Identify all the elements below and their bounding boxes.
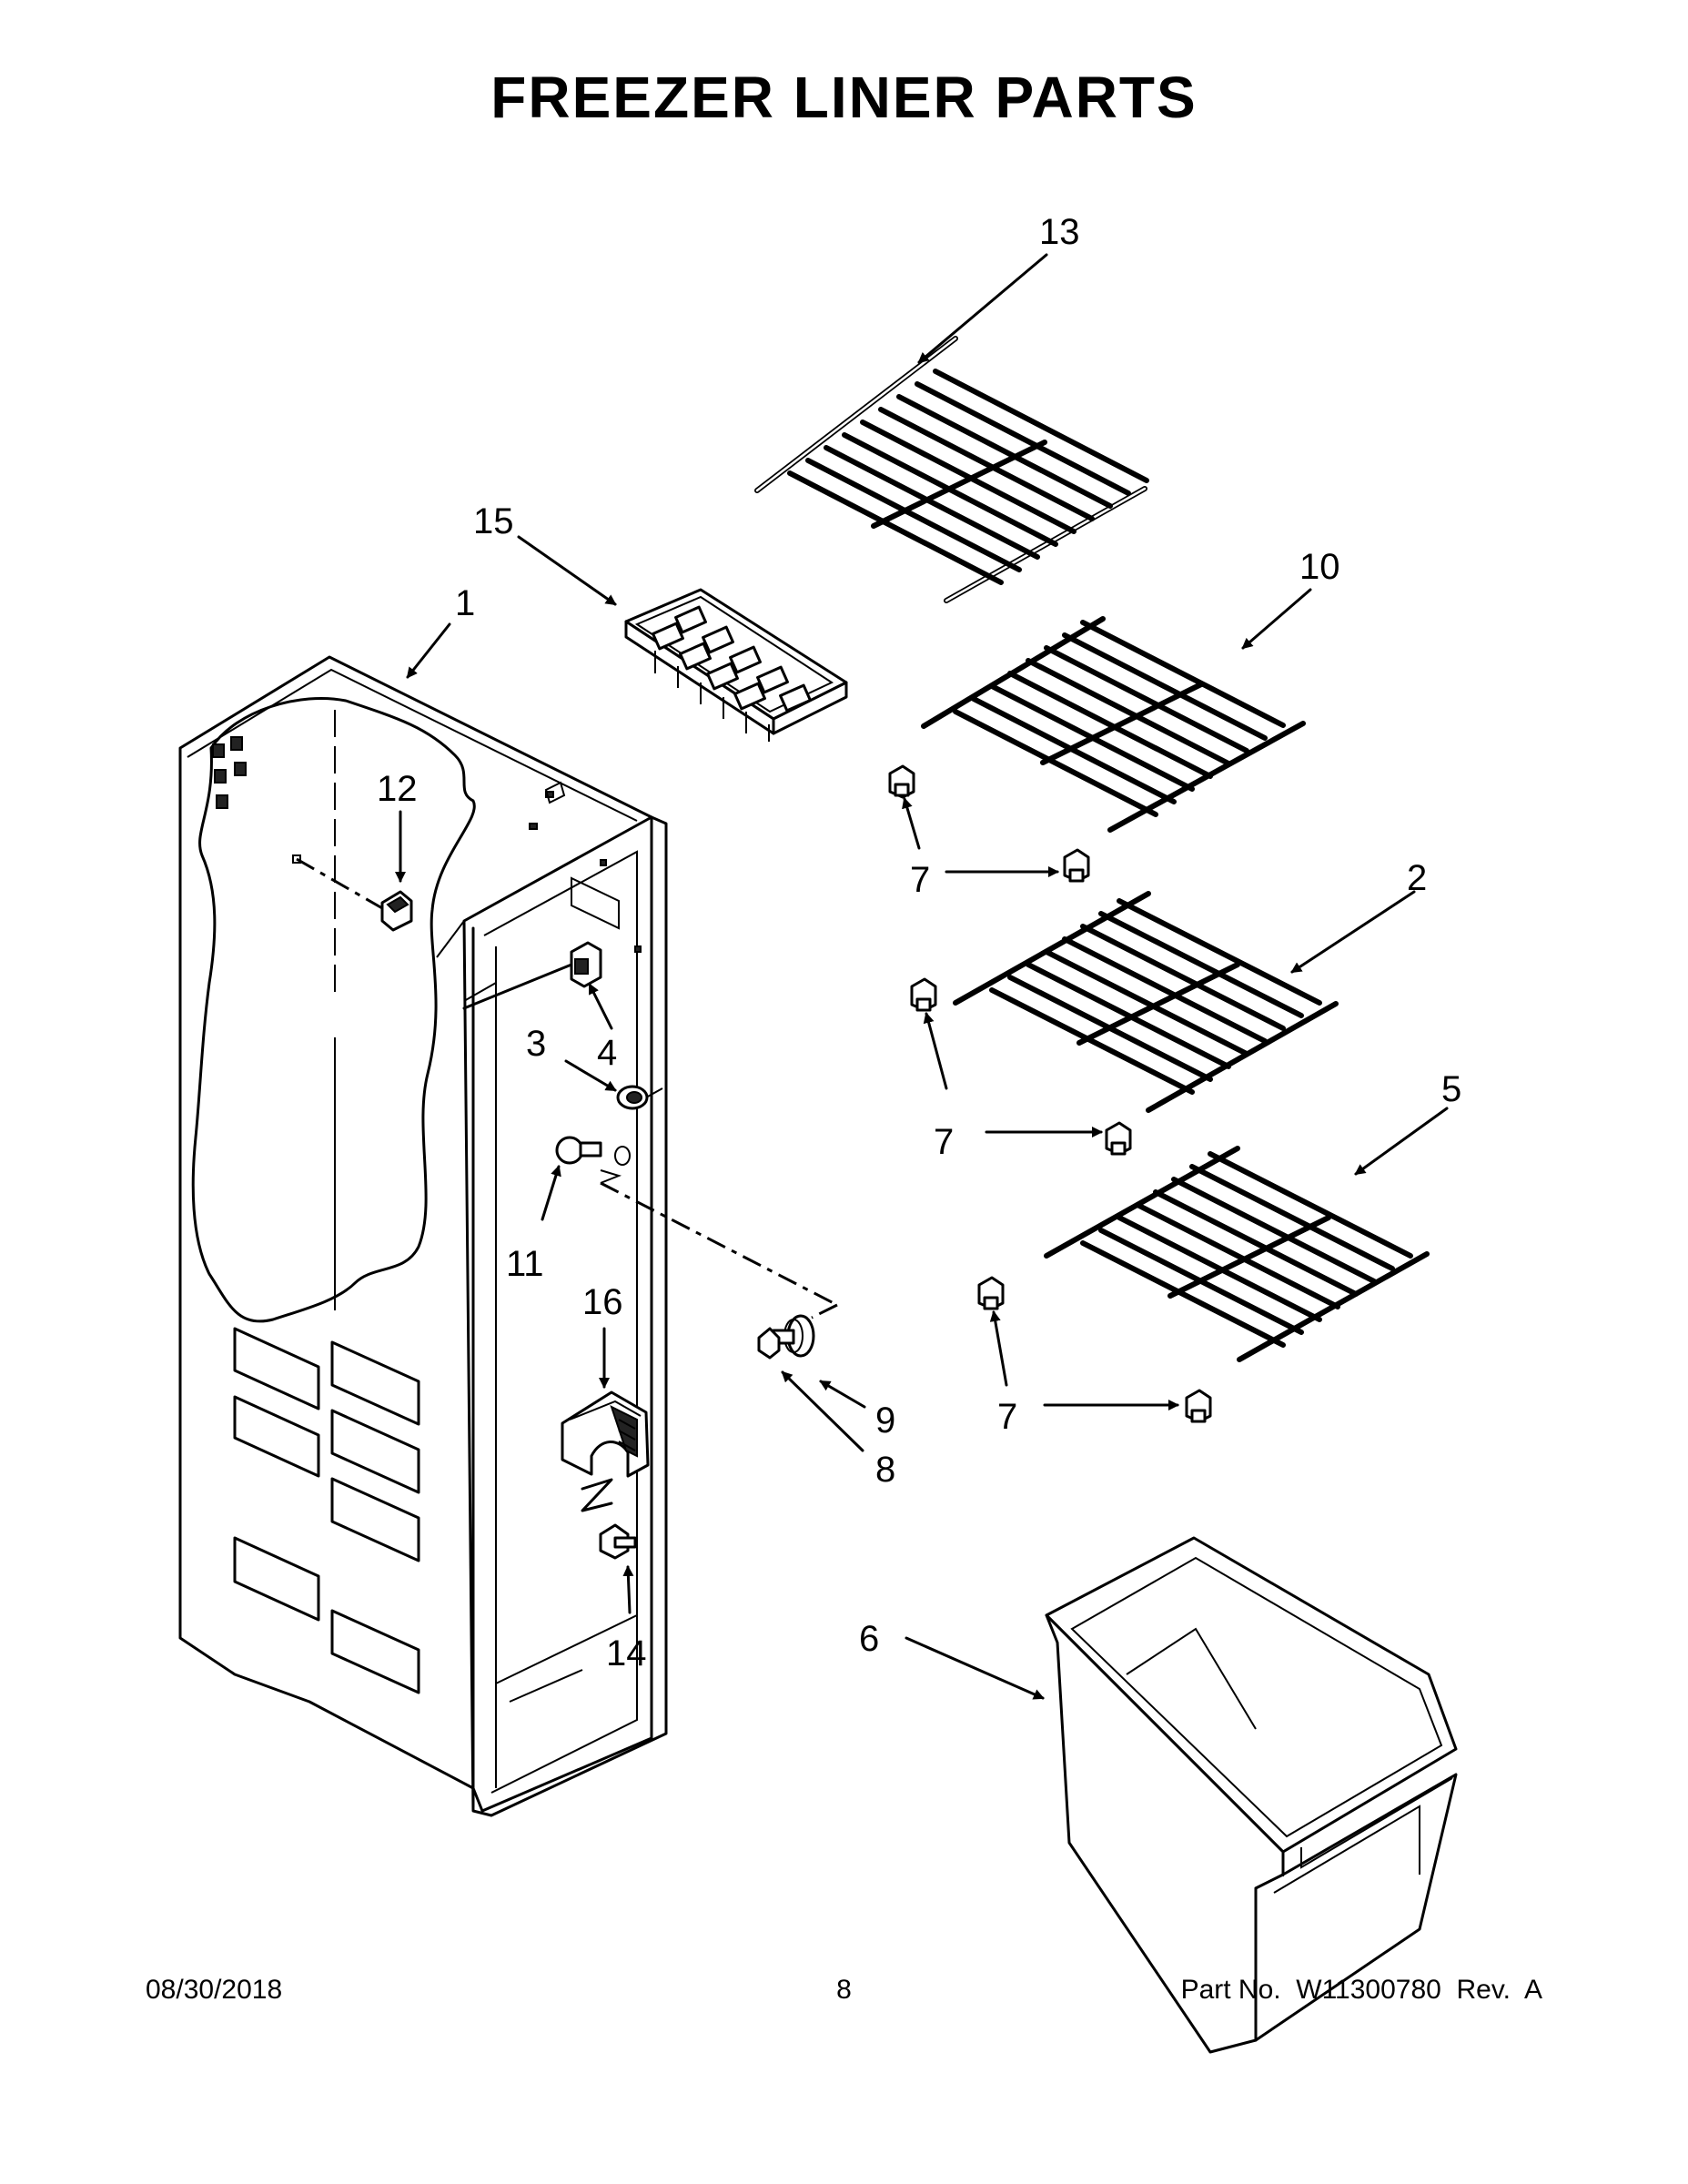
assembly-line-8-9 xyxy=(600,1169,838,1320)
part-8-9-fastener xyxy=(757,1314,815,1360)
support-b xyxy=(1063,848,1090,883)
support-c xyxy=(910,977,937,1012)
freezer-liner xyxy=(178,655,668,1817)
shelf-5-wire xyxy=(1044,1146,1430,1362)
callout-13: 13 xyxy=(1039,212,1080,252)
callout-8: 8 xyxy=(875,1450,895,1490)
part-4-sensor xyxy=(462,941,602,1010)
callout-7a: 7 xyxy=(910,860,930,900)
footer-page-number: 8 xyxy=(836,1975,852,2005)
support-f xyxy=(1185,1389,1212,1423)
part-3-socket xyxy=(616,1085,663,1110)
support-d xyxy=(1105,1121,1132,1156)
callout-10: 10 xyxy=(1299,547,1340,587)
part-14-screw xyxy=(599,1523,637,1560)
footer-part-number: Part No. W11300780 Rev. A xyxy=(1180,1975,1542,2005)
callout-3: 3 xyxy=(526,1024,546,1064)
part-16-cover xyxy=(561,1390,650,1512)
callout-11: 11 xyxy=(506,1244,544,1284)
callout-4: 4 xyxy=(597,1033,617,1073)
shelf-2-wire xyxy=(953,891,1339,1113)
part-7-supports xyxy=(888,764,1212,1423)
part-6-bin xyxy=(1045,1536,1458,2054)
callout-16: 16 xyxy=(582,1282,623,1322)
callout-14: 14 xyxy=(606,1633,647,1673)
page-title: FREEZER LINER PARTS xyxy=(490,65,1198,130)
shelf-10-wire xyxy=(921,616,1306,833)
support-a xyxy=(888,764,915,799)
part-12-clip xyxy=(292,854,413,932)
shelf-13-wire xyxy=(754,336,1149,603)
callout-1: 1 xyxy=(455,583,475,623)
callout-15: 15 xyxy=(473,501,514,541)
callout-7c: 7 xyxy=(997,1397,1017,1437)
callout-numbers: 13 15 10 1 12 2 4 3 5 11 16 7 7 7 9 8 14… xyxy=(377,212,1461,1673)
part-15-ice-tray xyxy=(624,588,848,742)
leader-lines xyxy=(395,253,1449,1700)
callout-2: 2 xyxy=(1407,858,1427,898)
callout-7b: 7 xyxy=(934,1122,954,1162)
callout-5: 5 xyxy=(1441,1069,1461,1109)
footer-date: 08/30/2018 xyxy=(146,1975,283,2005)
callout-6: 6 xyxy=(859,1619,879,1659)
callout-12: 12 xyxy=(377,769,418,809)
support-e xyxy=(977,1276,1005,1310)
part-11-bulb xyxy=(555,1136,631,1166)
callout-9: 9 xyxy=(875,1400,895,1441)
